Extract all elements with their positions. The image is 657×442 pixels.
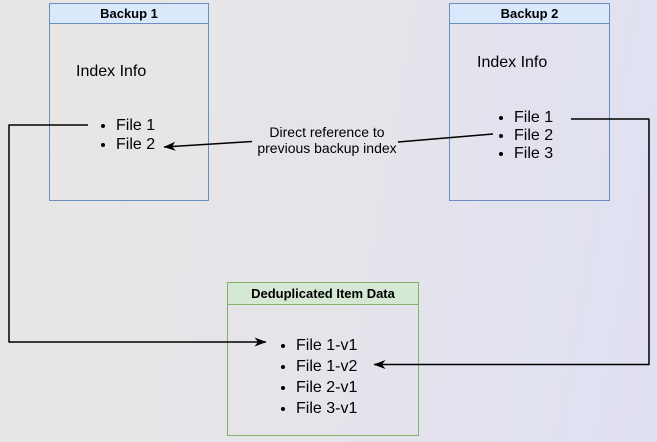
list-item: File 1-v2 [296, 356, 357, 377]
node-dedup-item-data: Deduplicated Item Data File 1-v1 File 1-… [227, 282, 419, 436]
node-backup1-file-list: File 1 File 2 [99, 116, 155, 154]
node-backup2-title: Backup 2 [450, 4, 609, 24]
list-item: File 2-v1 [296, 377, 357, 398]
node-backup2-subtitle: Index Info [477, 54, 548, 71]
list-item: File 3 [514, 145, 553, 163]
node-backup2-file-list: File 1 File 2 File 3 [497, 109, 553, 163]
list-item: File 3-v1 [296, 398, 357, 419]
list-item: File 1 [514, 109, 553, 127]
list-item: File 2 [116, 135, 155, 154]
node-backup1: Backup 1 Index Info File 1 File 2 [49, 3, 209, 201]
edge-label-direct-reference: Direct reference to previous backup inde… [257, 124, 397, 156]
node-dedup-title: Deduplicated Item Data [228, 283, 418, 305]
node-backup1-title: Backup 1 [50, 4, 208, 24]
node-backup2: Backup 2 Index Info File 1 File 2 File 3 [449, 3, 610, 201]
node-backup1-subtitle: Index Info [76, 63, 147, 80]
node-dedup-file-list: File 1-v1 File 1-v2 File 2-v1 File 3-v1 [279, 335, 357, 419]
list-item: File 1 [116, 116, 155, 135]
list-item: File 2 [514, 127, 553, 145]
list-item: File 1-v1 [296, 335, 357, 356]
